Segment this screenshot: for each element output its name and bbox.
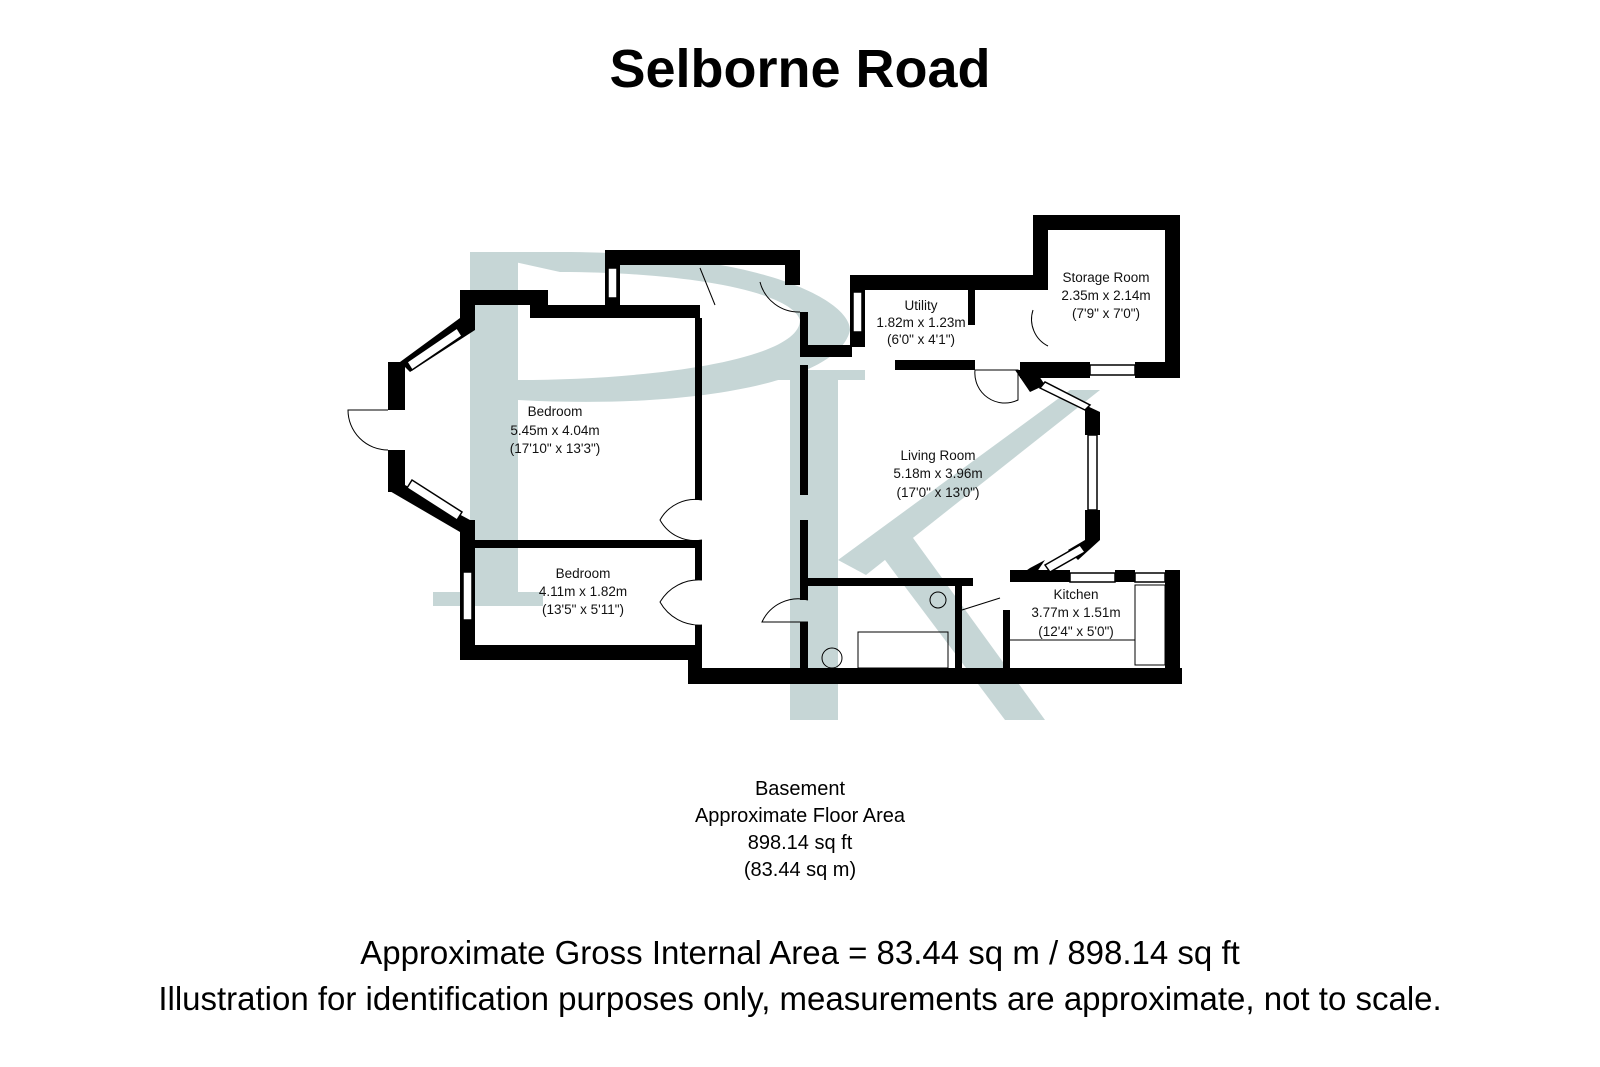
svg-text:5.45m x 4.04m: 5.45m x 4.04m [510, 423, 599, 438]
svg-text:Kitchen: Kitchen [1053, 587, 1098, 602]
svg-text:(7'9" x 7'0"): (7'9" x 7'0") [1072, 306, 1140, 321]
floor-area-sqft: 898.14 sq ft [747, 832, 853, 854]
page-title: Selborne Road [609, 39, 991, 99]
svg-text:Bedroom: Bedroom [528, 404, 583, 419]
svg-text:(17'10" x 13'3"): (17'10" x 13'3") [510, 441, 601, 456]
svg-text:Living Room: Living Room [900, 448, 975, 463]
svg-text:5.18m x 3.96m: 5.18m x 3.96m [893, 466, 982, 481]
svg-text:Storage Room: Storage Room [1062, 270, 1149, 285]
svg-text:2.35m x 2.14m: 2.35m x 2.14m [1061, 288, 1150, 303]
svg-text:(12'4" x 5'0"): (12'4" x 5'0") [1038, 624, 1114, 639]
floor-area-summary: Basement Approximate Floor Area 898.14 s… [600, 776, 1000, 884]
gross-area: Approximate Gross Internal Area = 83.44 … [360, 934, 1240, 971]
svg-text:(6'0" x 4'1"): (6'0" x 4'1") [887, 332, 955, 347]
svg-text:1.82m x 1.23m: 1.82m x 1.23m [876, 315, 965, 330]
doors [347, 267, 1166, 669]
floor-area-sqm: (83.44 sq m) [743, 859, 857, 881]
svg-text:(13'5" x 5'11"): (13'5" x 5'11") [542, 602, 624, 617]
disclaimer: Illustration for identification purposes… [158, 980, 1442, 1017]
floor-name: Basement [754, 778, 846, 800]
floor-area-label: Approximate Floor Area [694, 805, 906, 827]
windows [405, 267, 1166, 621]
svg-text:Utility: Utility [905, 298, 938, 313]
svg-text:4.11m x 1.82m: 4.11m x 1.82m [539, 584, 627, 599]
svg-text:(17'0" x 13'0"): (17'0" x 13'0") [896, 485, 979, 500]
svg-text:3.77m x 1.51m: 3.77m x 1.51m [1031, 605, 1120, 620]
room-labels: Bedroom 5.45m x 4.04m (17'10" x 13'3") B… [510, 270, 1151, 639]
svg-text:Bedroom: Bedroom [556, 566, 611, 581]
